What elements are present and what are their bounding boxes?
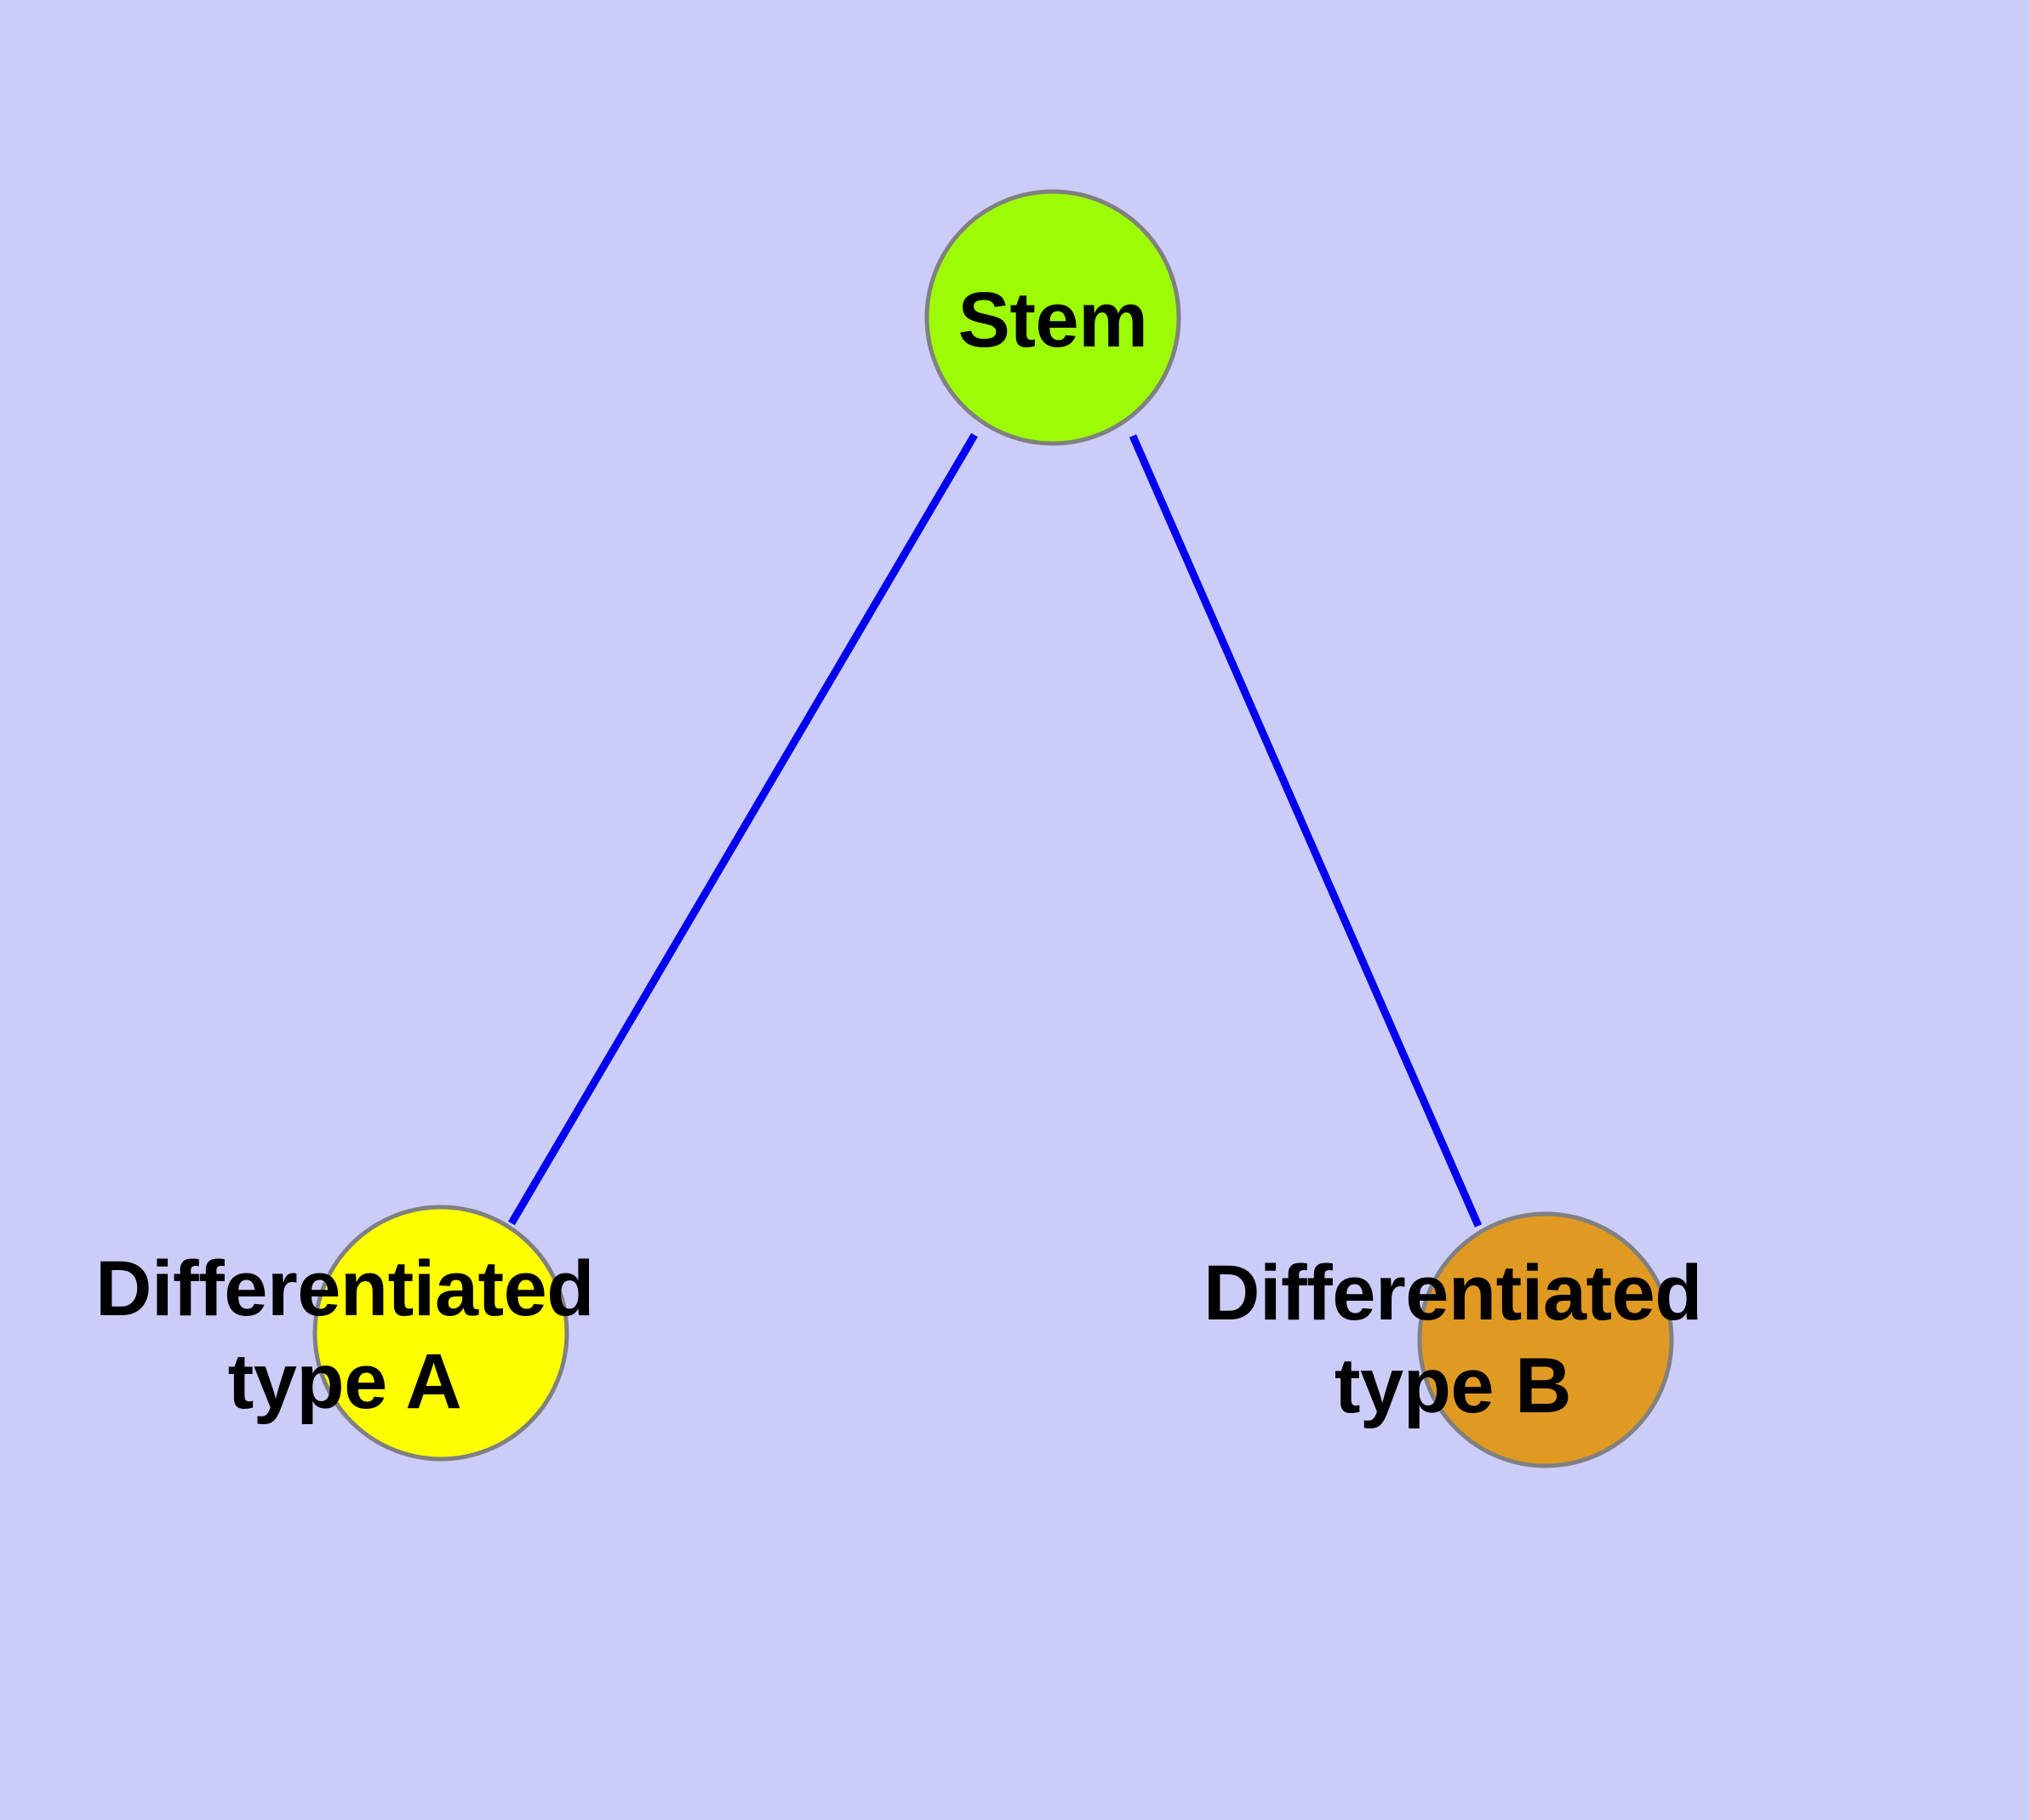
node-stem[interactable] (924, 189, 1181, 446)
node-differentiated-type-b[interactable] (1417, 1211, 1674, 1468)
node-differentiated-type-a[interactable] (312, 1205, 569, 1462)
edge-stem-to-differentiated-b[interactable] (1129, 434, 1483, 1228)
edge-stem-to-differentiated-a[interactable] (508, 432, 978, 1226)
